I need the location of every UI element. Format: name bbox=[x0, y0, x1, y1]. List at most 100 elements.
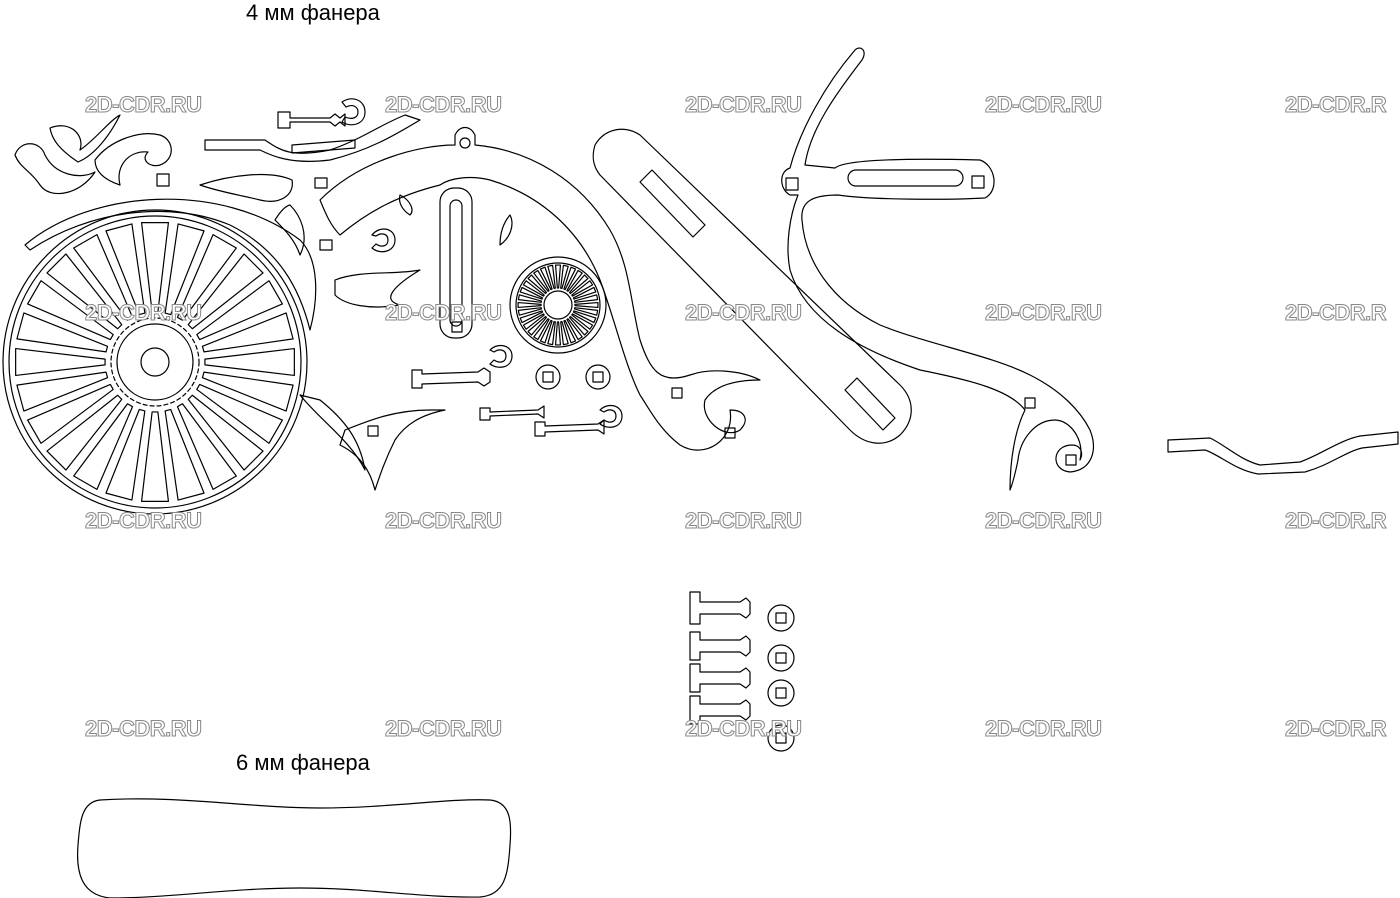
watermark: 2D-CDR.RU bbox=[985, 508, 1103, 534]
decor-swirl bbox=[274, 204, 305, 256]
small-slot-b bbox=[319, 239, 333, 251]
fork-square-hole bbox=[367, 425, 379, 437]
spoke-slot bbox=[533, 318, 550, 341]
spoke-slot bbox=[519, 310, 544, 324]
watermark: 2D-CDR.R bbox=[1284, 716, 1387, 742]
spoke-slot bbox=[201, 371, 294, 412]
arm-hole-end bbox=[1065, 454, 1077, 466]
frame-square-hole-2 bbox=[671, 387, 683, 399]
spoke-slot bbox=[571, 313, 594, 330]
clip-u-3 bbox=[489, 344, 513, 368]
spoke-slot bbox=[539, 319, 553, 344]
spoke-slot bbox=[517, 301, 542, 309]
spoke-slot bbox=[176, 403, 237, 490]
spoke-slot bbox=[73, 403, 134, 490]
spoke-slot bbox=[571, 280, 594, 297]
watermark: 2D-CDR.RU bbox=[85, 300, 203, 326]
watermark: 2D-CDR.RU bbox=[985, 716, 1103, 742]
spoke-slot bbox=[187, 253, 264, 330]
spoke-slot bbox=[563, 319, 577, 344]
spoke-slot bbox=[539, 266, 553, 291]
frame-square-hole bbox=[451, 321, 463, 333]
washer-2 bbox=[585, 364, 611, 390]
label-6mm-plywood: 6 мм фанера bbox=[236, 750, 370, 775]
leaf-piece-a bbox=[398, 194, 413, 216]
spoke-slot bbox=[16, 312, 109, 353]
arm-slot bbox=[847, 169, 964, 187]
spoke-slot bbox=[560, 264, 569, 290]
spoke-slot bbox=[574, 301, 599, 309]
decor-wing bbox=[199, 173, 293, 202]
watermark: 2D-CDR.RU bbox=[85, 716, 203, 742]
base-6mm bbox=[76, 798, 512, 898]
spoke-slot bbox=[201, 312, 294, 353]
small-wheel bbox=[509, 256, 607, 354]
spoke-slot bbox=[15, 347, 106, 377]
big-wheel-spokes bbox=[15, 222, 295, 502]
bolt-2 bbox=[291, 139, 356, 154]
spoke-slot bbox=[517, 307, 543, 316]
clip-u-4 bbox=[599, 404, 623, 428]
watermark: 2D-CDR.RU bbox=[385, 92, 503, 118]
spoke-slot bbox=[560, 320, 569, 346]
spoke-slot bbox=[573, 307, 599, 316]
spoke-slot bbox=[522, 280, 545, 297]
spoke-slot bbox=[572, 286, 597, 300]
curved-arm bbox=[781, 47, 1094, 491]
handlebar-right bbox=[1167, 431, 1399, 475]
spoke-slot bbox=[187, 394, 264, 471]
decor-leaf-left bbox=[14, 143, 96, 195]
decor-tail bbox=[299, 394, 366, 471]
leaf-piece-b bbox=[499, 214, 513, 246]
clip-u-2 bbox=[371, 228, 396, 253]
spoke-slot bbox=[73, 234, 134, 321]
big-wheel bbox=[2, 209, 308, 515]
washers-column bbox=[767, 604, 795, 752]
watermark: 2D-CDR.RU bbox=[385, 508, 503, 534]
spoke-slot bbox=[547, 264, 556, 290]
decor-square-slot bbox=[156, 173, 170, 187]
watermark: 2D-CDR.RU bbox=[685, 508, 803, 534]
decor-leaf-top bbox=[49, 114, 121, 163]
spoke-slot bbox=[105, 408, 146, 501]
spoke-slot bbox=[533, 269, 550, 292]
arm-hole-bottom bbox=[1024, 397, 1036, 409]
spoke-slot bbox=[527, 274, 548, 295]
seat-slot-bottom bbox=[844, 377, 896, 431]
washer-1 bbox=[535, 364, 561, 390]
spoke-slot bbox=[573, 294, 599, 303]
clip-u-1 bbox=[341, 98, 366, 126]
bolt-4 bbox=[479, 405, 545, 421]
bolt-1 bbox=[277, 111, 346, 129]
spoke-slot bbox=[196, 383, 283, 444]
watermark: 2D-CDR.R bbox=[1284, 508, 1387, 534]
small-slot-a bbox=[314, 177, 328, 189]
spoke-slot bbox=[517, 294, 543, 303]
spoke-slot bbox=[140, 222, 170, 313]
frame-slot-inner bbox=[449, 199, 463, 327]
spoke-slot bbox=[164, 223, 205, 316]
watermark: 2D-CDR.R bbox=[1284, 300, 1387, 326]
seat-slot-top bbox=[639, 169, 706, 238]
bolt-3 bbox=[411, 367, 491, 389]
watermark: 2D-CDR.RU bbox=[385, 300, 503, 326]
spoke-slot bbox=[27, 383, 114, 444]
spoke-slot bbox=[563, 266, 577, 291]
handlebar-piece-1 bbox=[204, 114, 421, 162]
spoke-slot bbox=[46, 253, 123, 330]
frame-slot bbox=[439, 187, 473, 339]
spoke-slot bbox=[547, 320, 556, 346]
label-4mm-plywood: 4 мм фанера bbox=[246, 0, 380, 25]
watermark: 2D-CDR.RU bbox=[685, 716, 803, 742]
watermark: 2D-CDR.RU bbox=[985, 300, 1103, 326]
spoke-slot bbox=[105, 223, 146, 316]
spoke-slot bbox=[568, 274, 589, 295]
arm-hole-left bbox=[785, 177, 799, 191]
bolt-5 bbox=[534, 419, 605, 437]
spoke-slot bbox=[566, 269, 583, 292]
watermark: 2D-CDR.RU bbox=[85, 92, 203, 118]
spoke-slot bbox=[519, 286, 544, 300]
spoke-slot bbox=[46, 394, 123, 471]
watermark: 2D-CDR.RU bbox=[85, 508, 203, 534]
